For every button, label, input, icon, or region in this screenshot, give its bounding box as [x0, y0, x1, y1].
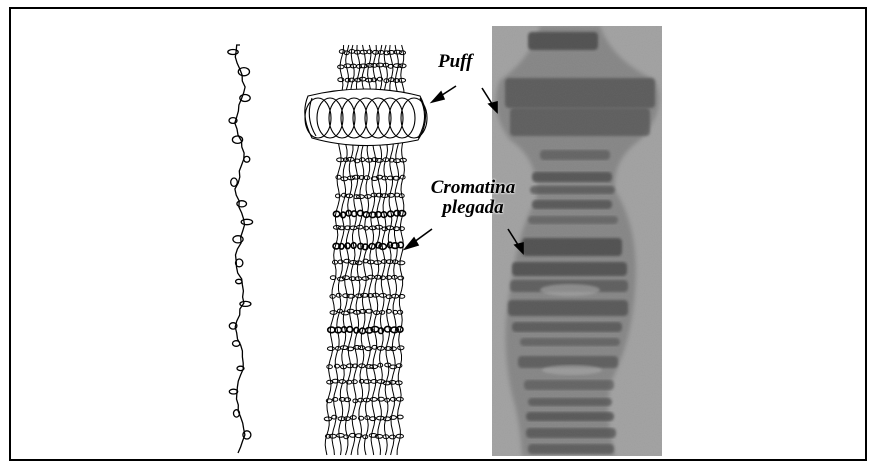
cromatina-arrow-left [405, 229, 432, 249]
fiber-knot [338, 65, 344, 69]
fiber-knot [370, 398, 377, 402]
fiber-knot [371, 380, 377, 384]
fiber-knot [390, 435, 396, 439]
fiber-knot [350, 416, 356, 420]
fiber-loop [244, 156, 250, 162]
fiber-knot [397, 261, 405, 265]
fiber-knot [396, 364, 402, 368]
fiber-knot [345, 243, 350, 249]
fiber-knot [396, 397, 403, 401]
cromatina-label-line1: Cromatina [418, 178, 528, 198]
fiber-knot [386, 276, 392, 280]
fiber-knot [354, 327, 359, 333]
fiber-knot [358, 398, 364, 402]
fiber-knot [390, 397, 396, 401]
puff-loops-drawing [305, 89, 427, 146]
fiber-knot [398, 310, 403, 314]
fiber-knot [378, 328, 383, 334]
fiber-knot [398, 276, 404, 280]
cromatina-plegada-label: Cromatina plegada [418, 178, 528, 218]
fiber-loop [233, 341, 240, 347]
fiber-knot [346, 380, 352, 384]
fiber-knot [327, 365, 333, 369]
fiber-loop [236, 279, 242, 283]
fiber-knot [375, 159, 383, 163]
fiber-knot [324, 417, 331, 421]
fiber-loop [238, 68, 249, 76]
fiber-knot [364, 226, 369, 230]
fiber-knot [358, 346, 365, 350]
single-chromatin-fiber [228, 45, 253, 453]
fiber-knot [337, 434, 345, 438]
fiber-knot [352, 211, 357, 217]
fiber-knot [336, 293, 341, 297]
puff-label: Puff [438, 52, 472, 72]
fiber-knot [327, 347, 334, 351]
cromatina-label-line2: plegada [418, 198, 528, 218]
fiber-loop [237, 201, 247, 207]
fiber-knot [399, 51, 405, 55]
fiber-loop [241, 219, 252, 224]
polytene-chromosome-micrograph [492, 26, 662, 456]
fiber-loop [243, 431, 251, 439]
fiber-knot [360, 158, 365, 162]
fiber-knot [344, 435, 349, 439]
fiber-knot [352, 380, 358, 384]
fiber-loop [231, 178, 238, 186]
fiber-loop [233, 236, 243, 243]
fiber-loop [240, 301, 251, 306]
fiber-knot [357, 225, 363, 229]
fiber-knot [339, 244, 344, 250]
fiber-knot [365, 347, 372, 351]
puff-arrow-left [432, 86, 456, 102]
fiber-knot [341, 212, 346, 218]
fiber-knot [390, 365, 397, 369]
fiber-knot [386, 295, 392, 299]
